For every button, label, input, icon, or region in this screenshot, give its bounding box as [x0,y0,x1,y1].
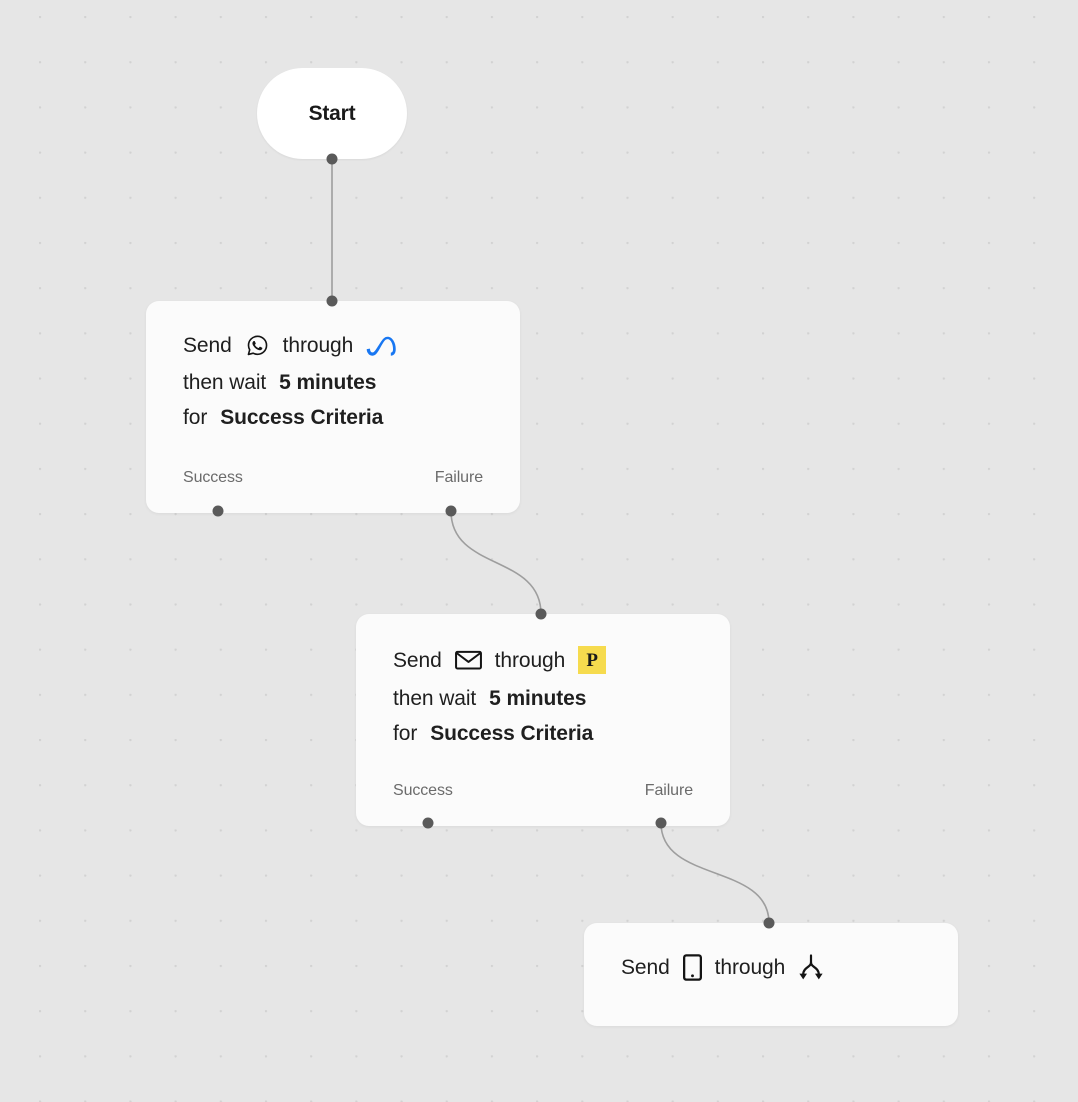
then-wait-prefix-label: then wait [393,687,477,710]
card-body-mobile: Send through [584,923,958,981]
wait-duration-value[interactable]: 5 minutes [489,687,587,710]
output-label-success: Success [183,469,243,486]
wait-duration-value[interactable]: 5 minutes [279,371,377,394]
card-body-whatsapp: Send through then wait 5 minutes [146,301,520,428]
output-label-failure: Failure [434,469,483,486]
card-body-email: Send through P then wait 5 minutes for S… [356,614,730,744]
action-card-mobile[interactable]: Send through [584,923,958,1026]
for-prefix-label: for [183,406,208,429]
send-verb-label: Send [183,334,232,357]
card-line-criteria-email: for Success Criteria [393,723,730,744]
mobile-phone-icon[interactable] [682,954,702,981]
output-label-success: Success [393,782,453,799]
card-line-channel-email: Send through P [393,646,730,674]
email-card-input-handle[interactable] [535,608,547,620]
edge-whatsapp-failure-to-email [450,510,542,615]
whatsapp-icon[interactable] [245,333,270,358]
start-node-label: Start [308,101,356,125]
envelope-icon[interactable] [454,649,482,671]
action-card-email[interactable]: Send through P then wait 5 minutes for S… [356,614,730,826]
through-connector-label: through [494,648,566,672]
card-line-criteria-whatsapp: for Success Criteria [183,407,520,428]
start-node-output-handle[interactable] [326,153,338,165]
card-line-channel-whatsapp: Send through [183,333,520,358]
through-connector-label: through [714,956,786,979]
then-wait-prefix-label: then wait [183,371,267,394]
meta-icon[interactable] [366,335,396,357]
success-criteria-value[interactable]: Success Criteria [220,406,384,429]
mobile-card-input-handle[interactable] [763,917,775,929]
postmark-p-badge[interactable]: P [578,646,607,674]
card-line-wait-whatsapp: then wait 5 minutes [183,372,520,393]
start-node[interactable]: Start [257,68,407,159]
success-criteria-value[interactable]: Success Criteria [430,722,594,745]
card-line-channel-mobile: Send through [621,954,958,981]
through-connector-label: through [282,334,354,357]
action-card-whatsapp[interactable]: Send through then wait 5 minutes [146,301,520,513]
for-prefix-label: for [393,722,418,745]
whatsapp-card-input-handle[interactable] [326,295,338,307]
branch-split-icon[interactable] [798,954,824,981]
whatsapp-card-success-handle[interactable] [212,505,224,517]
send-verb-label: Send [393,648,442,672]
edge-email-failure-to-mobile [660,822,770,924]
output-label-failure: Failure [644,782,693,799]
send-verb-label: Send [621,956,670,979]
card-footer-whatsapp: Success Failure [146,469,520,487]
card-line-wait-email: then wait 5 minutes [393,688,730,709]
email-card-failure-handle[interactable] [655,817,667,829]
email-card-success-handle[interactable] [422,817,434,829]
whatsapp-card-failure-handle[interactable] [445,505,457,517]
card-footer-email: Success Failure [356,782,730,800]
